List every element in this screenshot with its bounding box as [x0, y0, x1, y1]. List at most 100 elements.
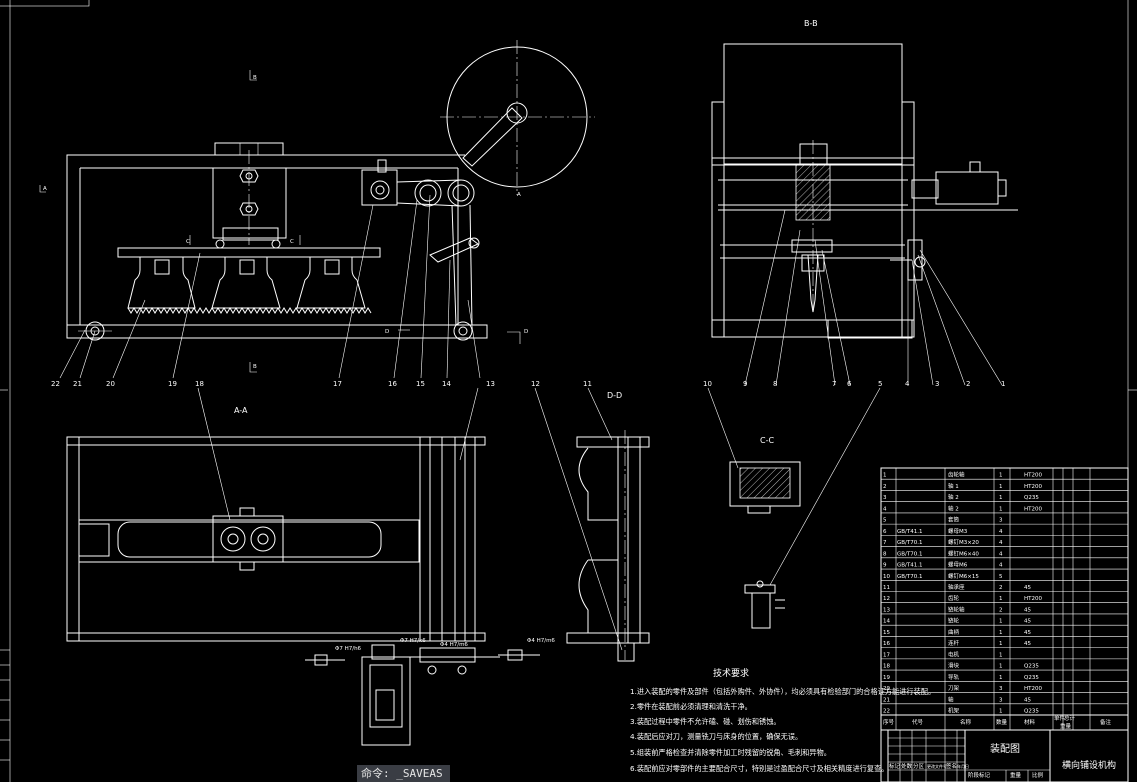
balloon-leaders	[59, 194, 1003, 651]
bom-header-note: 备注	[1100, 718, 1112, 726]
bom-cell-qty: 2	[999, 607, 1003, 613]
balloon-4: 4	[905, 380, 910, 388]
section-mark-d-right: D	[524, 329, 528, 335]
balloon-15: 15	[416, 380, 425, 388]
bom-cell-name: 导轨	[948, 673, 960, 681]
bom-cell-qty: 1	[999, 484, 1003, 490]
bom-cell-name: 轴 2	[948, 504, 959, 512]
dd-view: D-D	[566, 391, 650, 662]
view-title-aa: A-A	[234, 406, 248, 415]
bom-cell-name: 轴	[948, 695, 954, 703]
balloon-10: 10	[703, 380, 712, 388]
balloon-5: 5	[878, 380, 882, 388]
bom-cell-name: 螺钉M6×40	[948, 549, 979, 557]
balloon-7: 7	[832, 380, 836, 388]
bom-cell-no: 19	[883, 675, 890, 681]
tolerance-3: Φ4 H7/m6	[440, 642, 468, 648]
bom-cell-mat: 45	[1024, 607, 1031, 613]
balloon-9: 9	[743, 380, 747, 388]
bom-cell-code: GB/T70.1	[897, 551, 923, 557]
balloon-20: 20	[106, 380, 115, 388]
command-line[interactable]: 命令: _SAVEAS	[357, 765, 450, 782]
balloon-8: 8	[773, 380, 777, 388]
bom-cell-name: 套筒	[948, 516, 960, 524]
bom-cell-no: 13	[883, 607, 890, 613]
balloon-12: 12	[531, 380, 540, 388]
bom-header-material: 材料	[1024, 718, 1036, 726]
aa-view: A-A Φ7 H7/h6 Φ7 H7/k6	[66, 406, 555, 746]
bom-cell-qty: 1	[999, 506, 1003, 512]
bom-cell-code: GB/T70.1	[897, 574, 923, 580]
bom-cell-no: 9	[883, 563, 887, 569]
balloon-22: 22	[51, 380, 60, 388]
bom-cell-mat: Q235	[1024, 709, 1039, 715]
bom-cell-no: 21	[883, 697, 890, 703]
bom-header-unit: 单件	[1054, 714, 1066, 722]
bom-cell-mat: 45	[1024, 630, 1031, 636]
bom-cell-qty: 1	[999, 619, 1003, 625]
tech-line-2: 2.零件在装配前必须清理和清洗干净。	[630, 702, 752, 711]
bom-cell-mat: HT200	[1024, 686, 1042, 692]
bom-cell-mat: Q235	[1024, 675, 1039, 681]
cutter-holders	[127, 257, 372, 314]
bom-cell-no: 12	[883, 596, 890, 602]
section-mark-b-bottom: B	[253, 364, 257, 370]
bom-cell-qty: 3	[999, 697, 1003, 703]
section-mark-b-top: B	[253, 75, 257, 81]
bom-cell-name: 刀架	[948, 685, 960, 692]
bom-cell-no: 22	[883, 709, 890, 715]
bom-cell-name: 滑块	[948, 662, 960, 670]
bom-cell-name: 轴 1	[948, 482, 959, 490]
section-mark-a-right: A	[517, 192, 521, 198]
bom-cell-qty: 1	[999, 664, 1003, 670]
tech-line-1: 1.进入装配的零件及部件（包括外购件、外协件），均必须具有检验部门的合格证方能进…	[630, 687, 935, 696]
bom-cell-qty: 4	[999, 551, 1003, 557]
bom-cell-name: 电机	[948, 650, 960, 658]
bom-cell-no: 20	[883, 686, 890, 692]
bom-cell-qty: 4	[999, 529, 1003, 535]
bom-cell-no: 1	[883, 473, 887, 479]
view-title-dd: D-D	[607, 391, 622, 400]
bom-cell-no: 2	[883, 484, 887, 490]
tech-line-4: 4.装配后应对刀，测量铣刀与床身的位置，确保无误。	[630, 732, 802, 741]
tech-line-5: 5.组装前严格检查并清除零件加工时残留的锐角、毛刺和异物。	[630, 748, 831, 757]
balloon-14: 14	[442, 380, 451, 388]
bom-cell-qty: 1	[999, 495, 1003, 501]
bom-header-code: 代号	[912, 718, 924, 726]
bom-header-total: 总计	[1064, 714, 1076, 722]
bom-cell-mat: HT200	[1024, 473, 1042, 479]
tb-label-zone: 分区	[913, 762, 925, 770]
bom-cell-qty: 3	[999, 686, 1003, 692]
section-mark-c-left: C	[186, 239, 190, 245]
bom-cell-mat: 45	[1024, 619, 1031, 625]
balloon-6: 6	[847, 380, 852, 388]
bom-cell-name: 齿轮	[948, 594, 960, 602]
tech-line-6: 6.装配前应对零部件的主要配合尺寸，特别是过盈配合尺寸及相关精度进行复查。	[630, 764, 888, 773]
bom-cell-name: 轴 2	[948, 493, 959, 501]
bom-cell-mat: 45	[1024, 585, 1031, 591]
bom-cell-qty: 1	[999, 675, 1003, 681]
bom-cell-name: 连杆	[948, 639, 960, 647]
bom-cell-qty: 1	[999, 709, 1003, 715]
balloon-16: 16	[388, 380, 397, 388]
balloon-18: 18	[195, 380, 204, 388]
bom-cell-qty: 1	[999, 630, 1003, 636]
drawing-type: 装配图	[990, 742, 1020, 755]
bom-cell-mat: HT200	[1024, 484, 1042, 490]
tolerance-1: Φ7 H7/h6	[335, 646, 362, 652]
bom-cell-no: 5	[883, 518, 887, 524]
bom-cell-code: GB/T70.1	[897, 540, 923, 546]
bom-cell-no: 16	[883, 641, 890, 647]
bom-cell-qty: 5	[999, 574, 1003, 580]
bom-cell-code: GB/T41.1	[897, 529, 923, 535]
front-view: C C A	[39, 40, 595, 373]
bom-cell-name: 齿轮轴	[948, 471, 965, 479]
bom-header-no: 序号	[883, 718, 895, 726]
balloon-3: 3	[935, 380, 939, 388]
bom-cell-name: 机架	[948, 707, 960, 715]
bom-cell-no: 8	[883, 551, 887, 557]
cc-view: C-C	[729, 436, 801, 629]
bom-cell-qty: 4	[999, 563, 1003, 569]
